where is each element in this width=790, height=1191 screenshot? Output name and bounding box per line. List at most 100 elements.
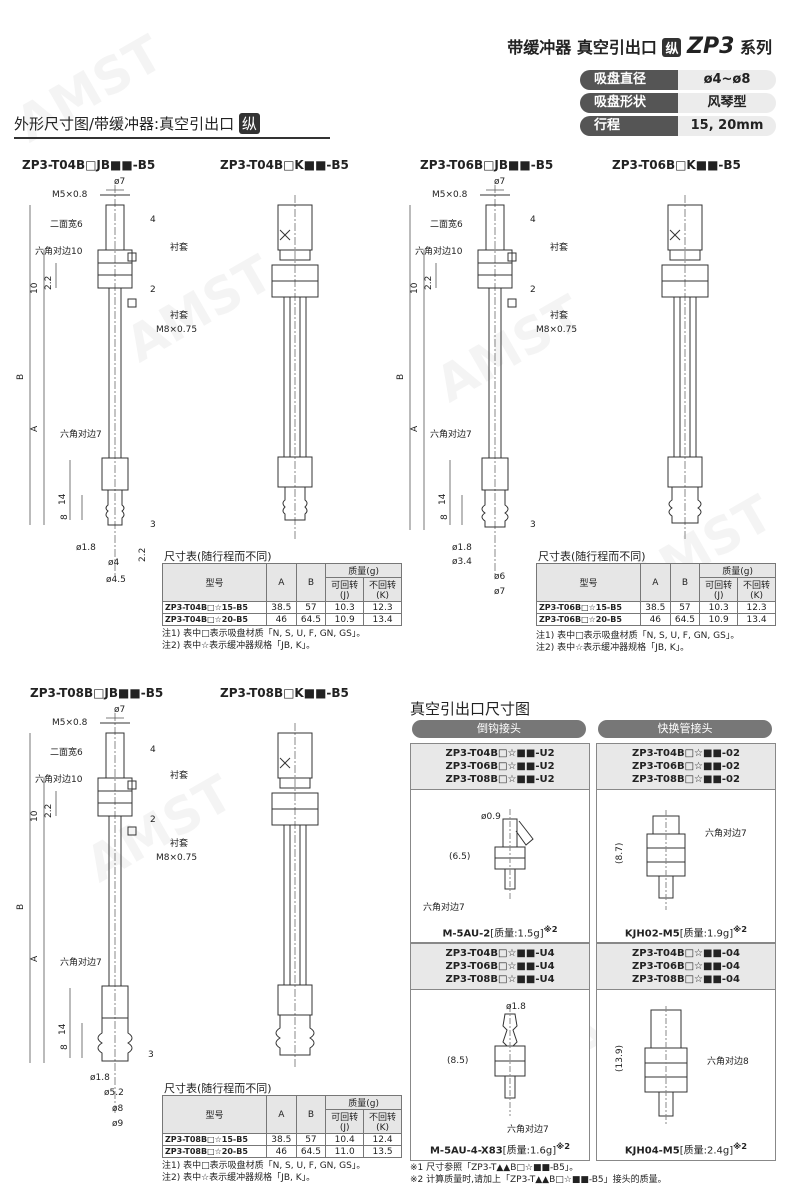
drawing-title-t06-k: ZP3-T06B□K■■-B5 — [612, 158, 741, 172]
dim-2: 2 — [150, 815, 156, 825]
col-model: 型号 — [162, 563, 267, 602]
q04-caption: KJH04-M5[质量:2.4g]※2 — [624, 1141, 748, 1157]
dim-phi7: ø7 — [114, 177, 126, 187]
label-bushing: 衬套 — [170, 243, 189, 253]
dim-m8: M8×0.75 — [156, 325, 198, 335]
label-bushing: 衬套 — [170, 839, 189, 849]
quick-04-drawing — [644, 1006, 688, 1126]
dimension-table-t04: 型号 A B 质量(g) 可回转(J) 不回转(K) ZP3-T04B□☆15-… — [162, 563, 402, 626]
dim-t04-d1: ø1.8 — [76, 543, 96, 553]
note-1: 注1) 表中□表示吸盘材质「N, S, U, F, GN, GS」。 — [162, 629, 366, 639]
barb-fitting-header: 倒钩接头 — [412, 720, 586, 738]
u2-dim-d: ø0.9 — [481, 812, 501, 822]
note-1: 注1) 表中□表示吸盘材质「N, S, U, F, GN, GS」。 — [162, 1161, 366, 1171]
drawing-t06-jb — [409, 185, 517, 575]
dim-b: B — [16, 903, 26, 910]
series-suffix: 系列 — [734, 38, 772, 57]
drawing-t04-jb — [29, 185, 137, 575]
dim-m5: M5×0.8 — [52, 190, 88, 200]
dim-3: 3 — [530, 520, 536, 530]
note-2: 注2) 表中☆表示缓冲器规格「JB, K」。 — [536, 643, 690, 653]
dim-t04-d2: ø4 — [108, 558, 120, 568]
drawing-title-t04-jb: ZP3-T04B□JB■■-B5 — [22, 158, 156, 172]
dim-t08-d2: ø5.2 — [104, 1088, 124, 1098]
dim-14: 14 — [58, 493, 68, 505]
table-heading-t04: 尺寸表(随行程而不同) — [164, 550, 272, 563]
dim-a: A — [30, 955, 40, 962]
label-bushing: 衬套 — [170, 311, 189, 321]
u2-models: ZP3-T04B□☆■■-U2 ZP3-T06B□☆■■-U2 ZP3-T08B… — [411, 744, 589, 790]
dim-2-2: 2.2 — [44, 275, 54, 290]
dim-2-2: 2.2 — [424, 275, 434, 290]
section-title: 外形尺寸图/带缓冲器:真空引出口 纵 — [14, 113, 260, 134]
q02-caption: KJH02-M5[质量:1.9g]※2 — [624, 924, 748, 940]
barb-u2-box: ZP3-T04B□☆■■-U2 ZP3-T06B□☆■■-U2 ZP3-T08B… — [410, 743, 590, 943]
dim-a: A — [30, 425, 40, 432]
dim-14: 14 — [58, 1023, 68, 1035]
q04-models: ZP3-T04B□☆■■-04 ZP3-T06B□☆■■-04 ZP3-T08B… — [597, 944, 775, 990]
dim-b: B — [396, 373, 406, 380]
footnote-2: ※2 计算质量时,请加上「ZP3-T▲▲B□☆■■-B5」接头的质量。 — [410, 1175, 667, 1185]
vacuum-section-title: 真空引出口尺寸图 — [410, 700, 531, 718]
dim-phi7: ø7 — [114, 705, 126, 715]
col-mass: 质量(g) — [325, 563, 402, 578]
q02-models: ZP3-T04B□☆■■-02 ZP3-T06B□☆■■-02 ZP3-T08B… — [597, 744, 775, 790]
drawing-title-t08-k: ZP3-T08B□K■■-B5 — [220, 686, 349, 700]
series-name: ZP3 — [687, 34, 735, 59]
u4-hex: 六角对边7 — [507, 1125, 549, 1135]
drawing-title-t06-jb: ZP3-T06B□JB■■-B5 — [420, 158, 554, 172]
label-hex10: 六角对边10 — [35, 247, 83, 257]
quick-02-box: ZP3-T04B□☆■■-02 ZP3-T06B□☆■■-02 ZP3-T08B… — [596, 743, 776, 943]
dim-m8: M8×0.75 — [156, 853, 198, 863]
label-hex7: 六角对边7 — [430, 430, 472, 440]
label-hex10: 六角对边10 — [415, 247, 463, 257]
table-heading-t06: 尺寸表(随行程而不同) — [538, 550, 646, 563]
dim-3: 3 — [150, 520, 156, 530]
u2-dim-h: (6.5) — [449, 852, 471, 862]
dim-t08-d1: ø1.8 — [90, 1073, 110, 1083]
vertical-badge: 纵 — [662, 38, 682, 57]
dim-8: 8 — [60, 514, 70, 520]
col-non-rotatable: 不回转(K) — [363, 577, 402, 602]
label-bushing: 衬套 — [550, 311, 569, 321]
col-rotatable: 可回转(J) — [325, 577, 365, 602]
series-header: 带缓冲器 真空引出口 纵 ZP3 系列 — [507, 34, 772, 59]
drawing-t04-k — [271, 195, 319, 540]
note-2: 注2) 表中☆表示缓冲器规格「JB, K」。 — [162, 641, 316, 651]
label-two-face: 二面宽6 — [50, 220, 83, 230]
quick-04-box: ZP3-T04B□☆■■-04 ZP3-T06B□☆■■-04 ZP3-T08B… — [596, 943, 776, 1161]
u4-dim-d: ø1.8 — [506, 1002, 526, 1012]
dim-m8: M8×0.75 — [536, 325, 578, 335]
dim-t06-d3: ø6 — [494, 572, 506, 582]
note-2: 注2) 表中☆表示缓冲器规格「JB, K」。 — [162, 1173, 316, 1183]
spec-value: ø4~ø8 — [678, 70, 776, 90]
spec-value: 15, 20mm — [678, 116, 776, 136]
section-underline — [14, 137, 330, 139]
dim-8: 8 — [440, 514, 450, 520]
spec-key: 吸盘形状 — [580, 93, 678, 113]
series-prefix: 带缓冲器 真空引出口 — [507, 38, 657, 57]
q04-dim-h: (13.9) — [615, 1044, 625, 1072]
section-title-text: 外形尺寸图/带缓冲器:真空引出口 — [14, 115, 235, 133]
dim-m5: M5×0.8 — [432, 190, 468, 200]
label-hex7: 六角对边7 — [60, 430, 102, 440]
dim-4: 4 — [530, 215, 536, 225]
dim-10: 10 — [410, 282, 420, 294]
dim-t06-d2: ø3.4 — [452, 557, 472, 567]
barb-u4-drawing — [494, 1006, 526, 1116]
drawing-title-t04-k: ZP3-T04B□K■■-B5 — [220, 158, 349, 172]
quick-02-drawing — [646, 810, 686, 910]
dim-8: 8 — [60, 1044, 70, 1050]
spec-row-diameter: 吸盘直径 ø4~ø8 — [580, 70, 776, 90]
dim-2-2: 2.2 — [44, 803, 54, 818]
q04-hex: 六角对边8 — [707, 1057, 749, 1067]
dim-a: A — [410, 425, 420, 432]
spec-key: 吸盘直径 — [580, 70, 678, 90]
label-bushing: 衬套 — [550, 243, 569, 253]
q02-hex: 六角对边7 — [705, 829, 747, 839]
quick-fitting-header: 快换管接头 — [598, 720, 772, 738]
label-hex10: 六角对边10 — [35, 775, 83, 785]
